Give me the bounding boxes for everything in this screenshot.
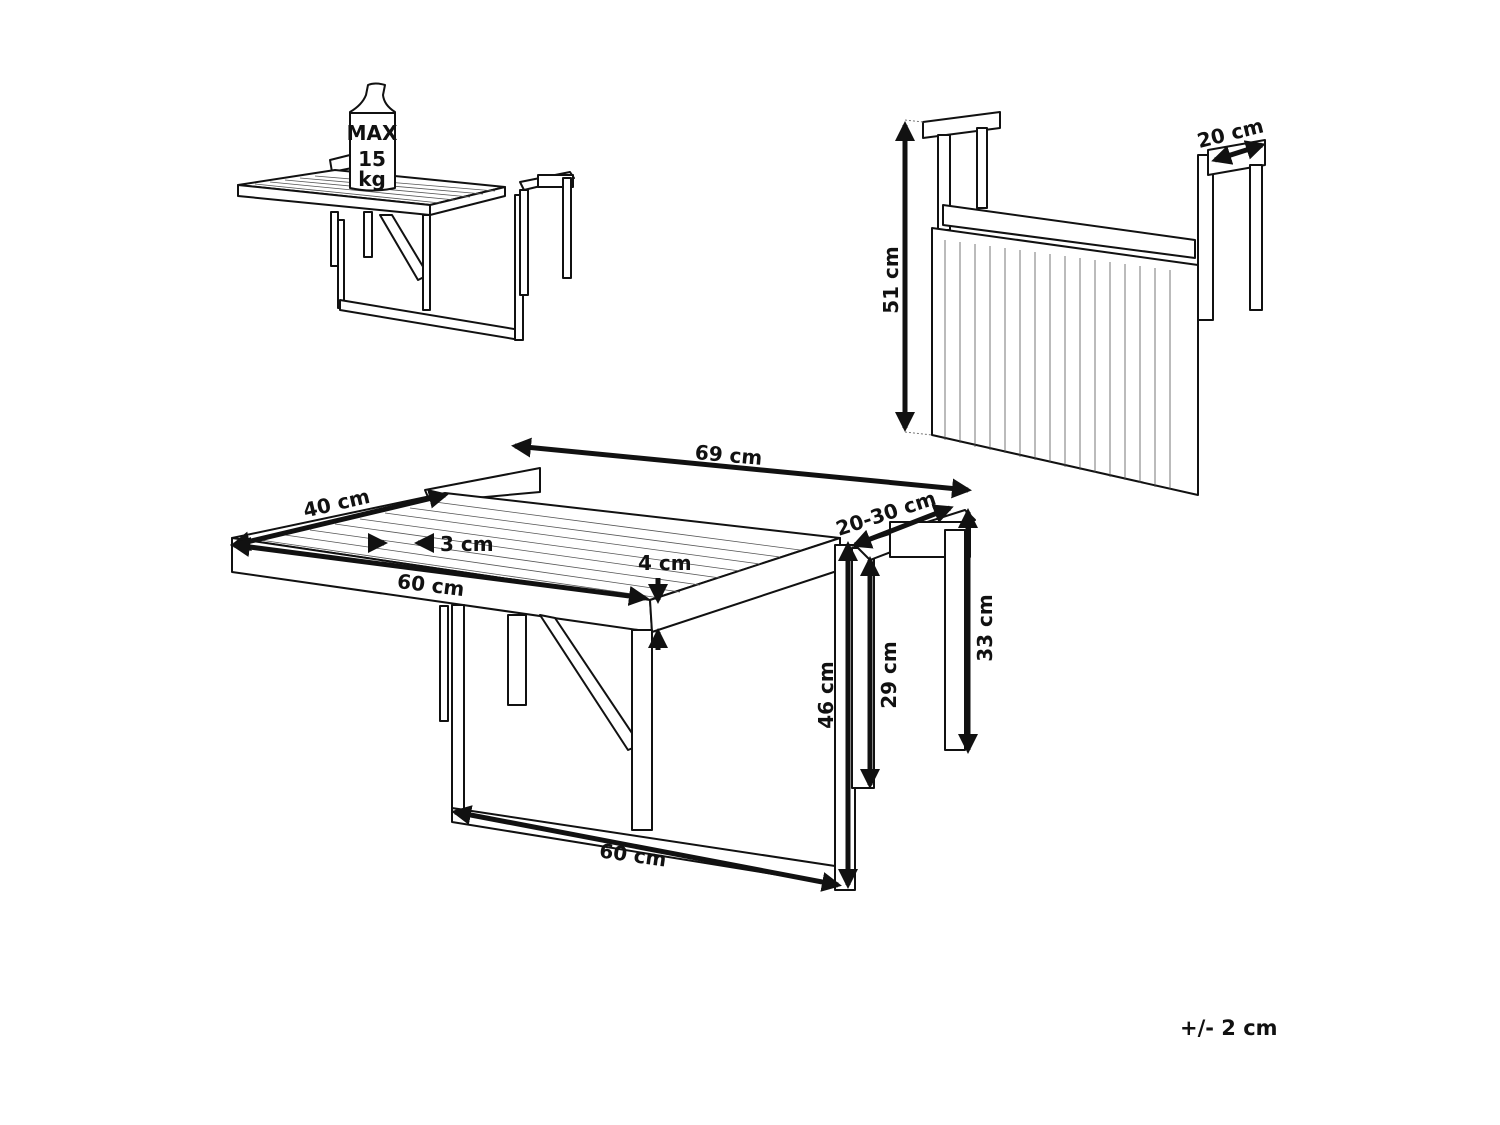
total-height-label: 46 cm bbox=[814, 661, 838, 729]
bracket-height-label: 29 cm bbox=[877, 641, 901, 709]
weight-value-label: 15 bbox=[358, 147, 386, 171]
loaded-table-view: MAX 15 kg bbox=[237, 82, 575, 341]
top-thickness-label: 4 cm bbox=[638, 551, 692, 575]
weight-unit-label: kg bbox=[358, 167, 386, 191]
tolerance-note: +/- 2 cm bbox=[1180, 1016, 1278, 1040]
folded-table-view: 51 cm 20 cm bbox=[879, 111, 1266, 496]
hook-leg-height-label: 33 cm bbox=[973, 594, 997, 662]
slat-width-label: 3 cm bbox=[440, 532, 494, 556]
folded-height-label: 51 cm bbox=[879, 246, 903, 314]
weight-max-label: MAX bbox=[347, 121, 398, 145]
overall-width-label: 69 cm bbox=[694, 440, 763, 470]
weight-icon: MAX 15 kg bbox=[347, 82, 398, 192]
main-table-view: 69 cm 40 cm 3 cm 60 cm 4 cm 20-30 cm 46 … bbox=[230, 437, 997, 892]
